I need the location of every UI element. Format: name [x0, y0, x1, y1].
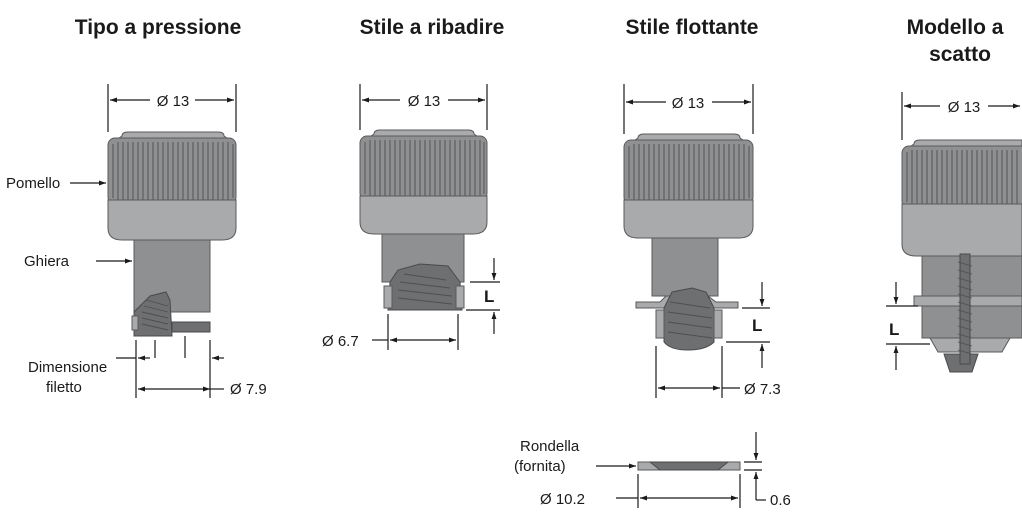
- dim-washer-diameter: Ø 10.2: [540, 491, 585, 508]
- press-knob: [107, 137, 237, 205]
- title-floating-style: Stile flottante: [625, 16, 758, 39]
- floating-ferrule: [651, 237, 719, 297]
- floating-thread-insert: [663, 287, 715, 351]
- snap-length-label: L: [889, 320, 899, 339]
- label-ferrule: Ghiera: [24, 253, 70, 270]
- press-thread-insert: [133, 291, 173, 337]
- label-washer-line2: (fornita): [514, 458, 566, 475]
- label-washer-line1: Rondella: [520, 438, 580, 455]
- rivet-thread-insert: [387, 263, 463, 311]
- dim-floating-head: Ø 13: [672, 95, 705, 112]
- dim-snap-head: Ø 13: [948, 99, 981, 116]
- rivet-knob: [359, 135, 488, 201]
- rivet-length-label: L: [484, 287, 494, 306]
- dim-rivet-base: Ø 6.7: [322, 333, 359, 350]
- title-rivet-style: Stile a ribadire: [360, 16, 505, 39]
- title-snap-model-line2: scatto: [929, 43, 991, 66]
- washer-detail: Rondella (fornita) Ø 10.2 0.6: [514, 432, 791, 509]
- floating-length-label: L: [752, 316, 762, 335]
- title-snap-model-line1: Modello a: [907, 16, 1004, 39]
- dim-press-head: Ø 13: [157, 93, 190, 110]
- snap-screw-shaft: [959, 253, 971, 365]
- label-thread-size-line2: filetto: [46, 379, 82, 396]
- dim-rivet-head: Ø 13: [408, 93, 441, 110]
- press-base-plate: [171, 321, 211, 333]
- title-press-type: Tipo a pressione: [75, 16, 242, 39]
- dim-washer-thickness: 0.6: [770, 492, 791, 509]
- dim-floating-base: Ø 7.3: [744, 381, 781, 398]
- label-thread-size-line1: Dimensione: [28, 359, 107, 376]
- rivet-style-screw: Ø 13 L: [322, 84, 500, 350]
- press-knob-skirt: [107, 199, 237, 241]
- label-knob: Pomello: [6, 175, 60, 192]
- snap-model-screw: Ø 13: [886, 92, 1022, 373]
- dim-press-base: Ø 7.9: [230, 381, 267, 398]
- snap-ferrule: [921, 255, 1022, 299]
- press-type-screw: Ø 13: [107, 84, 267, 398]
- floating-style-screw: Ø 13: [623, 84, 781, 398]
